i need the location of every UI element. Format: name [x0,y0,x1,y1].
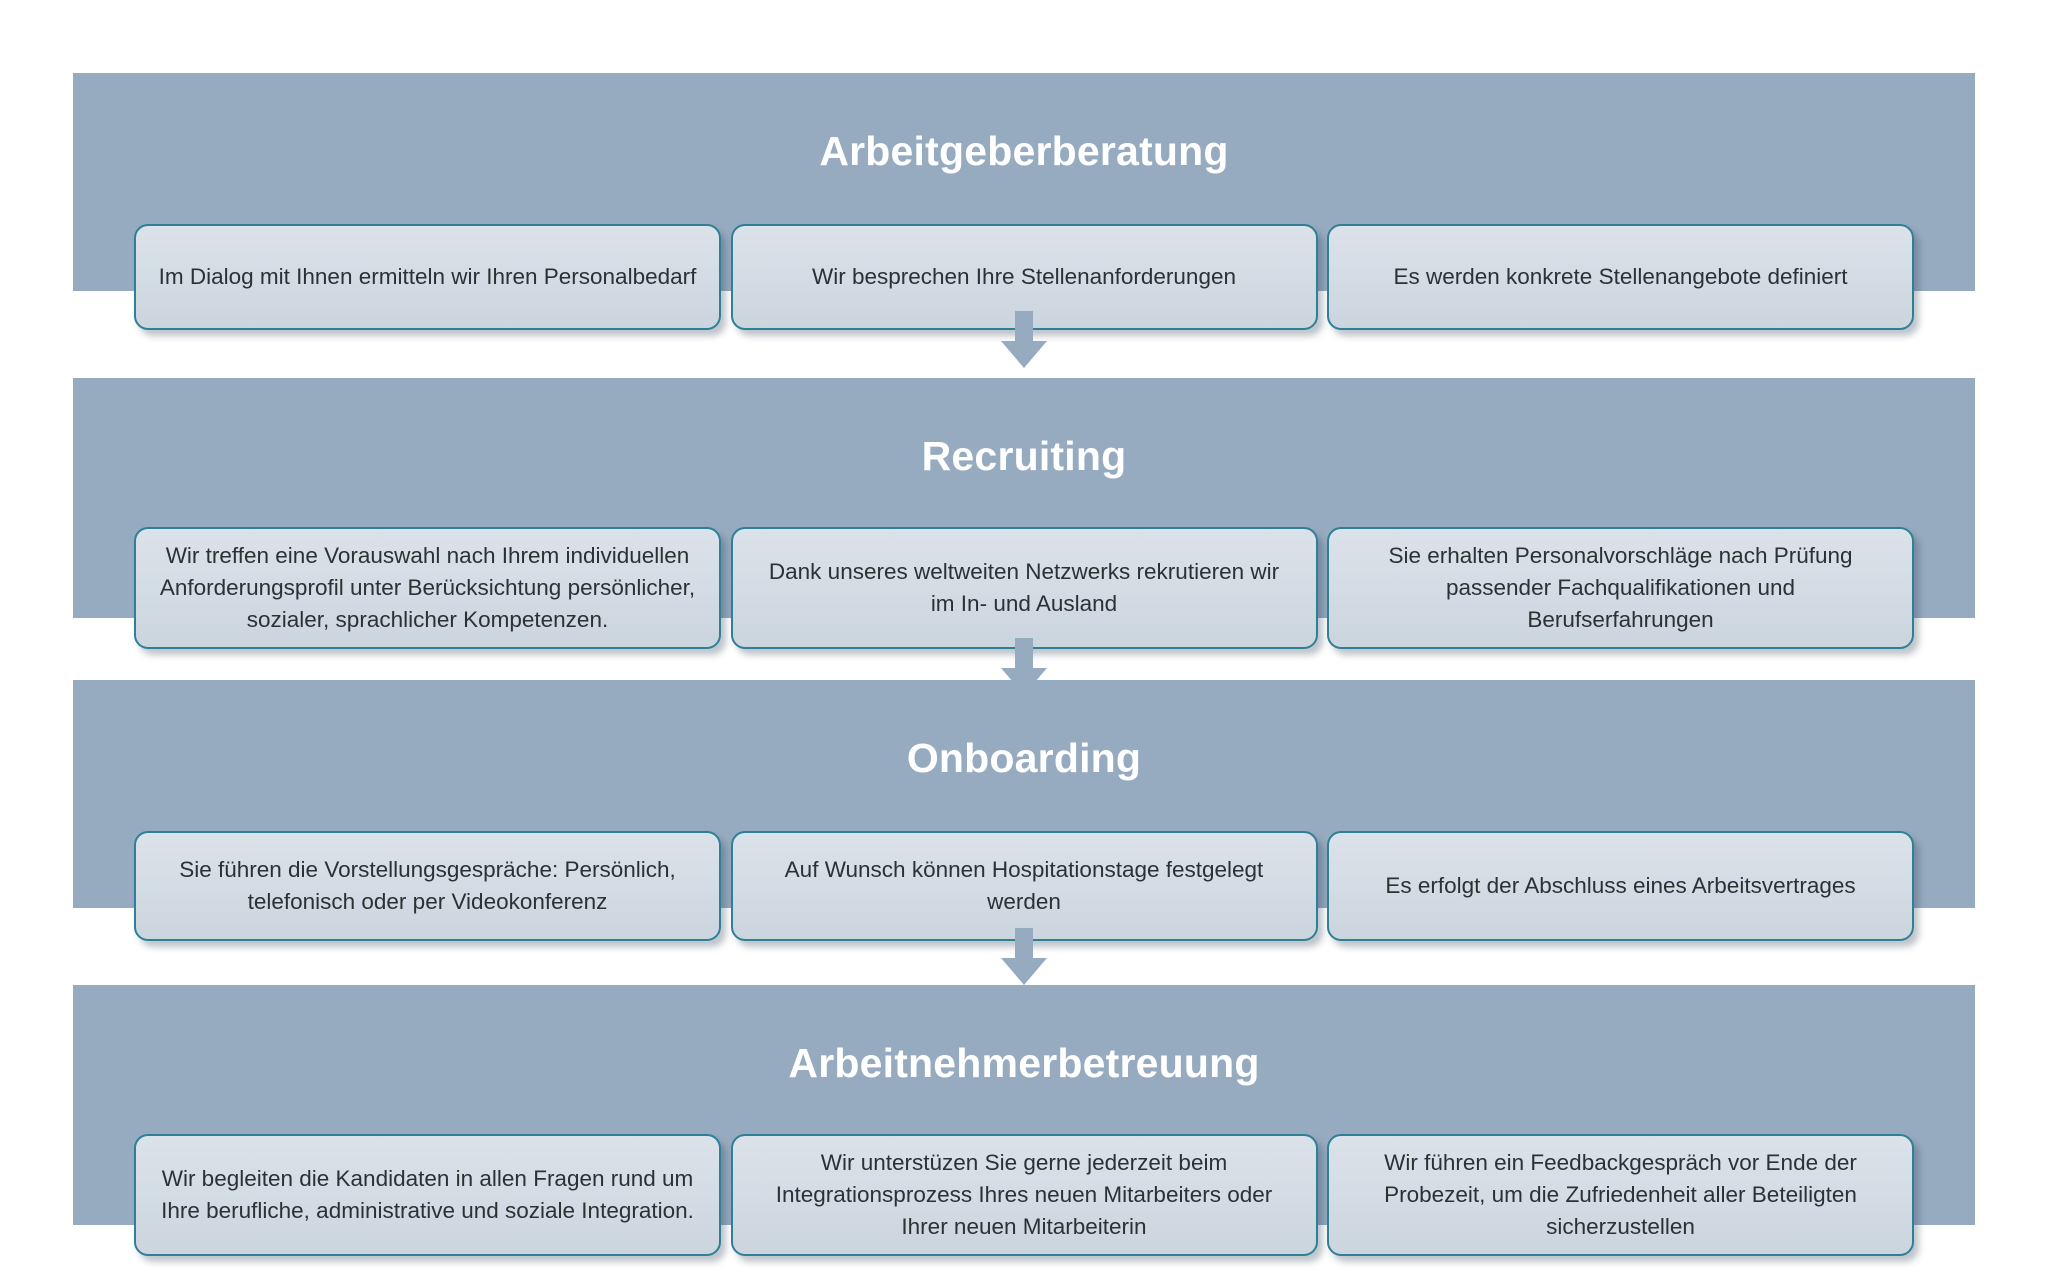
arrow-down-icon [1000,928,1048,986]
stage-arbeitnehmerbetreuung: Arbeitnehmerbetreuung Wir begleiten die … [73,985,1975,1257]
stage-card-text: Es erfolgt der Abschluss eines Arbeitsve… [1385,873,1856,899]
stage-card-text: Im Dialog mit Ihnen ermitteln wir Ihren … [158,264,697,290]
stage-card-text: Wir treffen eine Vorauswahl nach Ihrem i… [159,543,696,633]
stage-card[interactable]: Dank unseres weltweiten Netzwerks rekrut… [730,527,1318,650]
stage-card[interactable]: Wir unterstüzen Sie gerne jederzeit beim… [730,1134,1318,1257]
stage-card[interactable]: Wir treffen eine Vorauswahl nach Ihrem i… [134,527,721,650]
stage-card-text: Wir begleiten die Kandidaten in allen Fr… [161,1166,694,1224]
stage-card[interactable]: Sie führen die Vorstellungsgespräche: Pe… [134,831,721,942]
stage-card[interactable]: Es erfolgt der Abschluss eines Arbeitsve… [1327,831,1914,942]
stage-onboarding: Onboarding Sie führen die Vorstellungsge… [73,680,1975,942]
stage-card-text: Sie erhalten Personalvorschläge nach Prü… [1388,543,1853,633]
stage-cards-row: Sie führen die Vorstellungsgespräche: Pe… [134,831,1914,942]
stage-cards-row: Wir begleiten die Kandidaten in allen Fr… [134,1134,1914,1257]
stage-title-onboarding: Onboarding [906,735,1142,782]
stage-card-text: Auf Wunsch können Hospitationstage festg… [784,857,1264,915]
stage-arbeitgeberberatung: Arbeitgeberberatung Im Dialog mit Ihnen … [73,73,1975,331]
stage-cards-row: Wir treffen eine Vorauswahl nach Ihrem i… [134,527,1914,650]
stage-card-text: Wir besprechen Ihre Stellenanforderungen [811,264,1236,290]
stage-card[interactable]: Es werden konkrete Stellenangebote defin… [1327,224,1914,331]
stage-card[interactable]: Auf Wunsch können Hospitationstage festg… [730,831,1318,942]
stage-card-text: Es werden konkrete Stellenangebote defin… [1393,264,1848,290]
stage-title-arbeitnehmerbetreuung: Arbeitnehmerbetreuung [788,1040,1260,1087]
stage-card[interactable]: Im Dialog mit Ihnen ermitteln wir Ihren … [134,224,721,331]
stage-title-recruiting: Recruiting [921,433,1127,480]
stage-card[interactable]: Sie erhalten Personalvorschläge nach Prü… [1327,527,1914,650]
arrow-down-icon [1000,311,1048,369]
stage-card-text: Wir führen ein Feedbackgespräch vor Ende… [1384,1150,1857,1240]
stage-card-text: Sie führen die Vorstellungsgespräche: Pe… [179,857,676,915]
stage-card-text: Wir unterstüzen Sie gerne jederzeit beim… [775,1150,1273,1240]
stage-title-arbeitgeberberatung: Arbeitgeberberatung [819,128,1229,175]
stage-card-text: Dank unseres weltweiten Netzwerks rekrut… [768,559,1280,617]
stage-recruiting: Recruiting Wir treffen eine Vorauswahl n… [73,378,1975,650]
stage-card[interactable]: Wir begleiten die Kandidaten in allen Fr… [134,1134,721,1257]
stage-card[interactable]: Wir führen ein Feedbackgespräch vor Ende… [1327,1134,1914,1257]
